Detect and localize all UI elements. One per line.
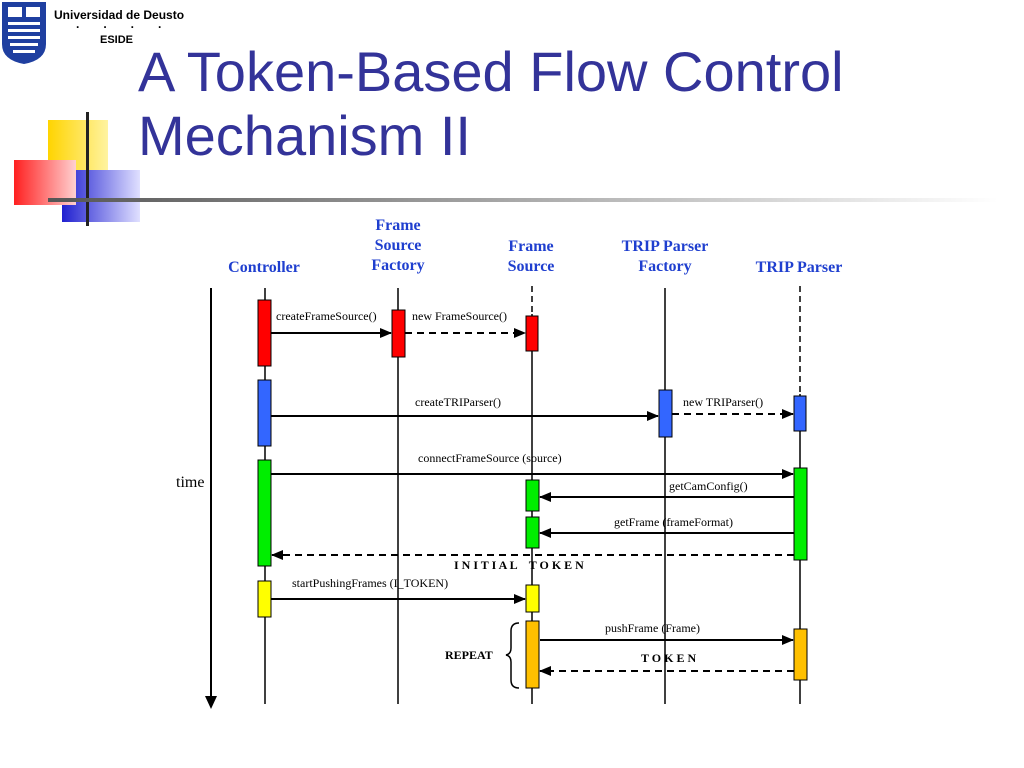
msg-token: T O K E N — [641, 651, 696, 665]
activation-trip-parser-orange — [793, 628, 808, 681]
activation-trip-parser-factory — [658, 389, 673, 438]
title-line-1: A Token-Based Flow Control — [138, 40, 844, 103]
activation-frame-source-factory — [391, 309, 406, 358]
activation-frame-source-orange — [525, 620, 540, 689]
department-name: ESIDE — [100, 34, 134, 46]
participant-frame-source-line2: Source — [508, 258, 555, 275]
repeat-brace — [505, 622, 520, 689]
activation-frame-source-green-2 — [525, 516, 540, 549]
msg-new-frame-source: new FrameSource() — [412, 309, 507, 323]
activation-controller-green — [257, 459, 272, 567]
time-axis-arrowhead — [205, 696, 217, 709]
participant-controller: Controller — [228, 259, 300, 276]
msg-create-frame-source: createFrameSource() — [276, 309, 377, 323]
time-label: time — [176, 474, 204, 491]
msg-initial-token: I N I T I A L T O K E N — [454, 558, 584, 572]
participant-trip-parser-factory-line2: Factory — [638, 258, 691, 275]
participant-frame-source-factory-line3: Factory — [371, 257, 424, 274]
activation-controller-blue — [257, 379, 272, 447]
activation-trip-parser-green — [793, 467, 808, 561]
activation-frame-source-red — [525, 315, 539, 352]
msg-push-frame: pushFrame (Frame) — [605, 621, 700, 635]
participant-frame-source-factory-line2: Source — [375, 237, 422, 254]
participant-frame-source-factory-line1: Frame — [375, 217, 420, 234]
university-dots: · · · · — [76, 20, 172, 34]
title-line-2: Mechanism II — [138, 104, 471, 167]
msg-new-trip-parser: new TRIParser() — [683, 395, 763, 409]
msg-get-cam-config: getCamConfig() — [669, 479, 748, 493]
repeat-label: REPEAT — [445, 648, 493, 662]
activation-controller-red — [257, 299, 272, 367]
decorative-corner-graphic — [14, 112, 998, 226]
participant-trip-parser-factory-line1: TRIP Parser — [622, 238, 709, 255]
university-logo — [2, 2, 46, 64]
msg-get-frame: getFrame (frameFormat) — [614, 515, 733, 529]
msg-connect-frame-source: connectFrameSource (source) — [418, 451, 562, 465]
activation-controller-yellow — [257, 580, 272, 618]
activation-frame-source-green-1 — [525, 479, 540, 512]
activation-frame-source-yellow — [525, 584, 540, 613]
msg-create-trip-parser: createTRIParser() — [415, 395, 501, 409]
activation-trip-parser-blue — [793, 395, 807, 432]
slide-title: A Token-Based Flow Control Mechanism II — [138, 40, 998, 168]
participant-trip-parser: TRIP Parser — [756, 259, 843, 276]
participant-frame-source-line1: Frame — [508, 238, 553, 255]
msg-start-pushing-frames: startPushingFrames (I_TOKEN) — [292, 576, 448, 590]
university-name: Universidad de Deusto — [54, 8, 185, 22]
